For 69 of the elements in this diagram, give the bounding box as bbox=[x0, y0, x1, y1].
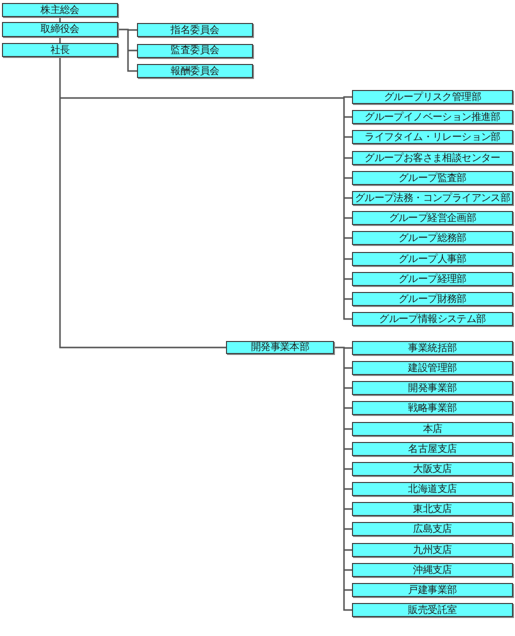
org-unit-box bbox=[352, 502, 513, 516]
org-unit-box bbox=[352, 543, 513, 557]
org-unit-box bbox=[137, 23, 253, 37]
unit-name: 取締役会 bbox=[40, 24, 80, 35]
unit-name: 開発事業本部 bbox=[250, 342, 310, 353]
unit-name: グループ経営企画部 bbox=[388, 212, 476, 224]
org-unit-box bbox=[2, 43, 118, 57]
unit-name: グループ総務部 bbox=[398, 232, 466, 244]
org-unit-box bbox=[352, 231, 513, 245]
unit-name: 建設管理部 bbox=[408, 362, 457, 374]
connector-line bbox=[333, 346, 353, 611]
unit-name: グループ経理部 bbox=[398, 274, 466, 284]
unit-name: 本店 bbox=[422, 424, 442, 434]
unit-name: 戦略事業部 bbox=[408, 402, 457, 414]
org-unit-box bbox=[352, 272, 513, 286]
connector-line bbox=[59, 56, 353, 348]
unit-name: 指名委員会 bbox=[170, 24, 220, 36]
unit-name: グループリスク管理部 bbox=[384, 92, 481, 102]
unit-name: グループお客さま相談センター bbox=[364, 152, 500, 164]
unit-name: 沖縄支店 bbox=[413, 564, 452, 576]
unit-name: 戸建事業部 bbox=[408, 584, 457, 596]
unit-name: 社長 bbox=[50, 44, 70, 56]
org-unit-box bbox=[352, 381, 513, 395]
unit-name: 北海道支店 bbox=[408, 484, 457, 494]
unit-name: 販売受託室 bbox=[408, 604, 457, 616]
org-unit-box bbox=[2, 22, 118, 37]
unit-name: グループイノベーション推進部 bbox=[364, 112, 500, 122]
org-unit-box bbox=[352, 361, 513, 375]
org-unit-box bbox=[352, 151, 513, 165]
org-unit-box bbox=[352, 110, 513, 124]
unit-name: 九州支店 bbox=[413, 544, 452, 556]
unit-name: 株主総会 bbox=[40, 4, 80, 16]
org-unit-box bbox=[352, 341, 513, 355]
org-unit-box bbox=[352, 603, 513, 617]
unit-name: グループ人事部 bbox=[398, 254, 466, 264]
unit-name: 報酬委員会 bbox=[170, 66, 220, 76]
org-unit-box bbox=[352, 462, 513, 476]
org-unit-box bbox=[352, 442, 513, 456]
unit-name: 開発事業部 bbox=[408, 382, 457, 394]
connector-line bbox=[117, 28, 138, 72]
org-unit-box bbox=[352, 482, 513, 496]
unit-name: ライフタイム・リレーション部 bbox=[364, 132, 500, 142]
unit-name: グループ財務部 bbox=[398, 294, 466, 304]
unit-name: グループ法務・コンプライアンス部 bbox=[354, 192, 510, 204]
unit-name: グループ監査部 bbox=[398, 172, 466, 184]
unit-name: 広島支店 bbox=[413, 524, 452, 534]
org-unit-box bbox=[352, 422, 513, 436]
org-unit-box bbox=[137, 44, 253, 58]
org-unit-box bbox=[137, 64, 253, 78]
unit-name: 監査委員会 bbox=[170, 45, 220, 56]
org-unit-box bbox=[352, 312, 513, 326]
org-unit-box bbox=[352, 252, 513, 266]
unit-name: 大阪支店 bbox=[413, 464, 452, 474]
org-unit-box bbox=[352, 90, 513, 104]
unit-name: 事業統括部 bbox=[408, 342, 457, 354]
org-unit-box bbox=[2, 3, 118, 17]
org-unit-box bbox=[352, 292, 513, 306]
unit-name: 東北支店 bbox=[413, 504, 452, 514]
org-unit-box bbox=[226, 341, 334, 354]
org-unit-box bbox=[352, 171, 513, 185]
org-unit-box bbox=[352, 522, 513, 536]
org-unit-box bbox=[352, 583, 513, 597]
org-unit-box bbox=[352, 563, 513, 577]
org-unit-box bbox=[352, 211, 513, 225]
org-unit-box bbox=[352, 130, 513, 144]
unit-name: 名古屋支店 bbox=[408, 444, 457, 454]
org-unit-box bbox=[352, 191, 513, 205]
unit-name: グループ情報システム部 bbox=[379, 314, 486, 324]
org-unit-box bbox=[352, 401, 513, 415]
